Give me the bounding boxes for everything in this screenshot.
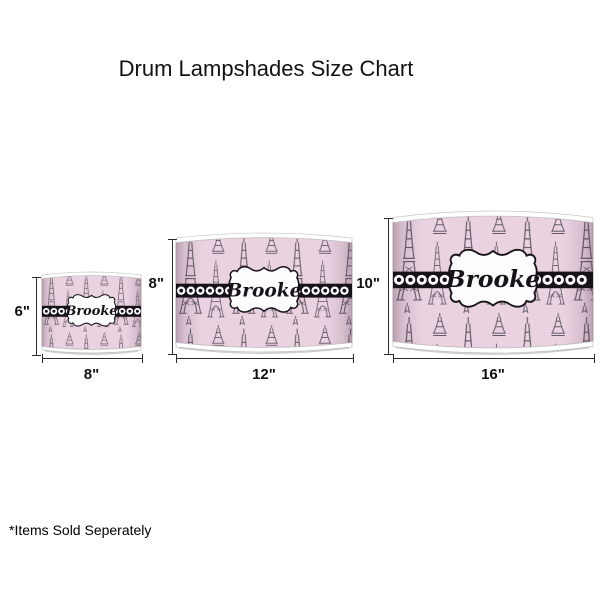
width-dimension-small: [42, 354, 143, 363]
height-label-small: 6": [14, 303, 30, 320]
lampshade-graphic: Brooke: [175, 232, 353, 354]
top-rim: [41, 271, 142, 279]
height-label-large: 10": [356, 275, 380, 292]
width-dimension-medium: [176, 354, 354, 363]
name-plate-frame: [448, 248, 538, 308]
lampshade-graphic: Brooke: [41, 271, 142, 355]
height-label-medium: 8": [148, 275, 164, 292]
personalization-text: Brooke: [225, 280, 301, 301]
name-plate: Brooke: [64, 294, 118, 327]
footnote: *Items Sold Seperately: [9, 522, 152, 538]
width-label-small: 8": [83, 366, 100, 383]
bottom-shadow: [44, 350, 139, 355]
page-title: Drum Lampshades Size Chart: [118, 56, 414, 81]
width-label-medium: 12": [252, 366, 276, 383]
height-dimension-medium: [168, 239, 177, 355]
top-rim: [175, 232, 353, 243]
width-dimension-large: [393, 354, 595, 363]
bottom-rim: [41, 346, 142, 354]
bottom-shadow: [178, 347, 350, 354]
dimension-line-bar: [387, 219, 390, 354]
height-dimension-small: [32, 277, 41, 356]
name-plate-frame: [228, 266, 300, 313]
dimension-line-bar: [43, 357, 142, 360]
personalization-text: Brooke: [445, 265, 540, 293]
dimension-line-bar: [394, 357, 594, 360]
height-dimension-large: [384, 218, 393, 355]
width-label-large: 16": [481, 366, 505, 383]
lampshade-graphic: Brooke: [392, 210, 594, 355]
name-plate: Brooke: [445, 248, 540, 308]
name-plate-frame: [66, 294, 117, 327]
bottom-shadow: [395, 346, 591, 355]
lampshade-small: Brooke: [41, 271, 142, 355]
dimension-line-bar: [177, 357, 353, 360]
bottom-rim: [392, 341, 594, 354]
personalization-text: Brooke: [64, 304, 117, 319]
lampshade-large: Brooke: [392, 210, 594, 355]
name-plate: Brooke: [225, 266, 302, 313]
lampshade-medium: Brooke: [175, 232, 353, 354]
bottom-rim: [175, 342, 353, 353]
dimension-line-bar: [171, 240, 174, 354]
top-rim: [392, 210, 594, 223]
dimension-line-bar: [35, 278, 38, 355]
